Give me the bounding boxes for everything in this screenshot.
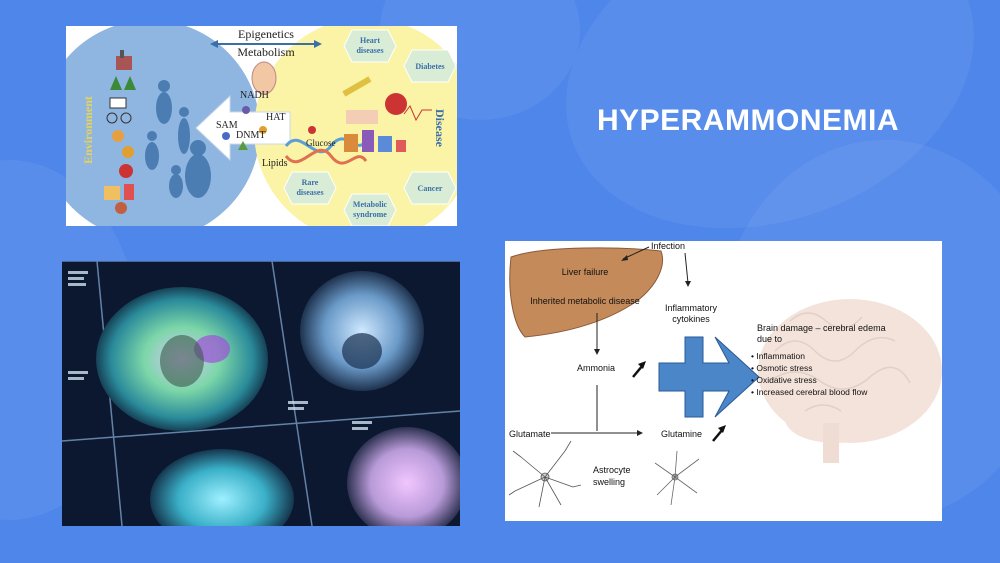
- molecule-glucose: Glucose: [306, 138, 336, 148]
- disease-label: Disease: [433, 109, 447, 148]
- environment-circle: [66, 26, 260, 226]
- svg-text:Metabolic: Metabolic: [353, 200, 388, 209]
- astrocyte-sketch-left: [508, 440, 582, 508]
- hex-heart: Heart diseases: [343, 29, 397, 63]
- hex-cancer: Cancer: [403, 171, 457, 205]
- svg-text:Cancer: Cancer: [418, 184, 443, 193]
- epigenetics-label: Epigenetics: [238, 27, 294, 41]
- svg-text:Rare: Rare: [302, 178, 319, 187]
- metabolism-label: Metabolism: [237, 45, 295, 59]
- infection-label: Infection: [651, 241, 685, 251]
- liver-illustration: [509, 247, 663, 338]
- glutamine-label: Glutamine: [661, 429, 702, 439]
- molecule-lipids: Lipids: [262, 158, 288, 169]
- molecule-hat: HAT: [266, 112, 285, 123]
- liver-failure-label: Liver failure: [562, 267, 609, 277]
- svg-text:Diabetes: Diabetes: [415, 62, 444, 71]
- swelling-label: swelling: [593, 477, 625, 487]
- bullet-blood-flow: • Increased cerebral blood flow: [751, 387, 868, 397]
- hex-diabetes: Diabetes: [403, 49, 457, 83]
- cytokines-label: cytokines: [672, 314, 710, 324]
- environment-label: Environment: [81, 96, 95, 164]
- pathway-diagram: Liver failure Inherited metabolic diseas…: [505, 241, 942, 521]
- svg-text:Heart: Heart: [360, 36, 380, 45]
- glutamate-label: Glutamate: [509, 429, 551, 439]
- brain-illustration: [758, 299, 942, 463]
- hex-rare: Rare diseases: [283, 171, 337, 205]
- inflammatory-label: Inflammatory: [665, 303, 718, 313]
- slide-title: HYPERAMMONEMIA: [596, 104, 899, 137]
- molecule-dnmt: DNMT: [236, 130, 265, 141]
- hex-metabolic: Metabolic syndrome: [343, 193, 397, 226]
- white-arrow: [195, 94, 291, 162]
- bullet-oxidative: • Oxidative stress: [751, 375, 817, 385]
- svg-text:syndrome: syndrome: [353, 210, 387, 219]
- molecule-sam: SAM: [216, 120, 238, 131]
- astrocyte-sketch-right: [654, 450, 700, 506]
- inherited-disease-label: Inherited metabolic disease: [530, 296, 640, 306]
- svg-text:diseases: diseases: [356, 46, 383, 55]
- astrocyte-label: Astrocyte: [593, 465, 631, 475]
- brain-damage-label: Brain damage – cerebral edema: [757, 323, 886, 333]
- bullet-osmotic: • Osmotic stress: [751, 363, 813, 373]
- ammonia-label: Ammonia: [577, 363, 615, 373]
- molecule-nadh: NADH: [240, 90, 269, 101]
- epigenetics-diagram: Environment Epigenetics Metabolism NADH …: [66, 26, 457, 226]
- blue-cross-arrow: [658, 336, 760, 418]
- mri-scan-image: [62, 261, 460, 526]
- due-to-label: due to: [757, 334, 782, 344]
- svg-text:diseases: diseases: [296, 188, 323, 197]
- bullet-inflammation: • Inflammation: [751, 351, 805, 361]
